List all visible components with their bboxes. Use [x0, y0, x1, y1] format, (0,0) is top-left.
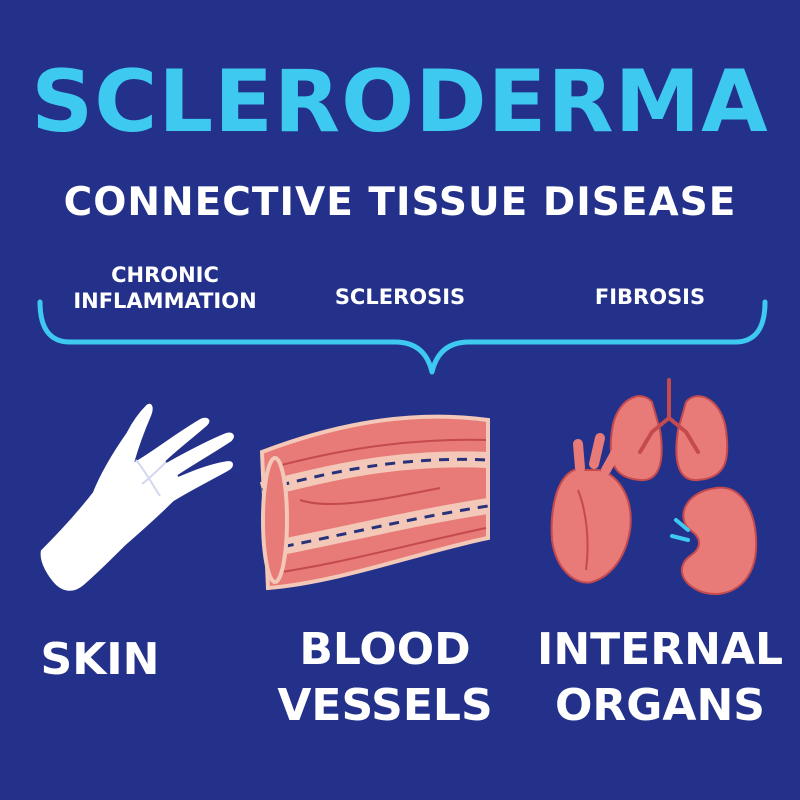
process-label: SCLEROSIS [334, 285, 466, 309]
process-label: INFLAMMATION [73, 289, 257, 313]
lungs-icon [609, 378, 729, 482]
target-label: INTERNAL [536, 624, 784, 675]
target-label: SKIN [40, 634, 160, 685]
curly-brace-icon [37, 299, 768, 375]
page-title: SCLERODERMA [31, 52, 769, 152]
process-chronic-inflammation: CHRONIC INFLAMMATION [50, 262, 280, 314]
process-label: FIBROSIS [594, 285, 706, 309]
heart-icon [550, 433, 632, 584]
process-sclerosis: SCLEROSIS [310, 284, 490, 310]
target-label: BLOOD [299, 624, 471, 675]
hand-icon [38, 401, 236, 593]
target-label: VESSELS [277, 680, 493, 731]
target-skin: SKIN [20, 632, 180, 688]
target-label: ORGANS [555, 680, 765, 731]
page-subtitle: CONNECTIVE TISSUE DISEASE [63, 180, 737, 225]
blood-vessel-icon [259, 414, 490, 591]
kidney-icon [670, 486, 758, 595]
target-internal-organs: INTERNAL ORGANS [530, 622, 790, 734]
process-label: CHRONIC [111, 263, 219, 287]
illustrations [38, 378, 758, 595]
process-fibrosis: FIBROSIS [560, 284, 740, 310]
target-blood-vessels: BLOOD VESSELS [270, 622, 500, 734]
